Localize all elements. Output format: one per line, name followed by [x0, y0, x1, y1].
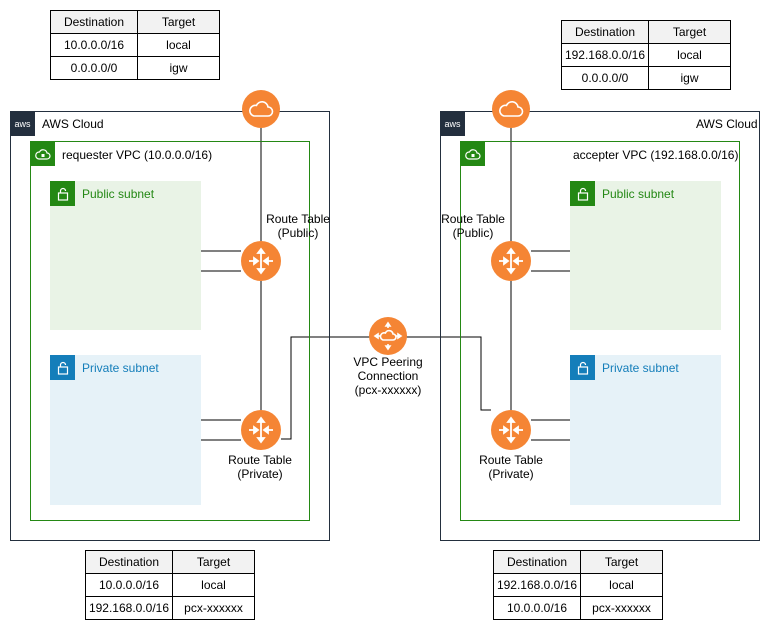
cell: 192.168.0.0/16 — [85, 596, 173, 620]
internet-gateway-icon — [492, 90, 530, 128]
cell: 192.168.0.0/16 — [561, 43, 649, 67]
header-target: Target — [648, 20, 731, 44]
internet-gateway-icon — [242, 90, 280, 128]
router-icon — [491, 241, 531, 281]
cell: 10.0.0.0/16 — [85, 573, 173, 597]
router-icon — [491, 410, 531, 450]
header-destination: Destination — [493, 550, 581, 574]
cell: 192.168.0.0/16 — [493, 573, 581, 597]
vpc-icon — [30, 141, 55, 166]
lock-icon — [570, 355, 595, 380]
left-vpc-label: requester VPC (10.0.0.0/16) — [62, 148, 213, 162]
header-target: Target — [137, 10, 220, 34]
left-public-subnet — [50, 181, 201, 330]
right-vpc-label: accepter VPC (192.168.0.0/16) — [573, 148, 739, 162]
header-target: Target — [172, 550, 255, 574]
left-private-subnet-label: Private subnet — [82, 361, 159, 375]
cell: 0.0.0.0/0 — [50, 56, 138, 80]
vpc-icon — [460, 141, 485, 166]
cell: 0.0.0.0/0 — [561, 66, 649, 90]
right-vpc — [460, 141, 740, 521]
cell: igw — [648, 66, 731, 90]
cell: pcx-xxxxxx — [580, 596, 663, 620]
cell: 10.0.0.0/16 — [50, 33, 138, 57]
router-icon — [241, 410, 281, 450]
lock-icon — [50, 181, 75, 206]
right-private-subnet — [570, 355, 721, 505]
router-icon — [241, 241, 281, 281]
left-public-subnet-label: Public subnet — [82, 187, 155, 201]
peering-icon — [369, 317, 407, 355]
left-peering-link — [281, 336, 370, 440]
right-cloud-label: AWS Cloud — [696, 117, 758, 131]
left-public-route-table-label: Route Table (Public) — [266, 212, 330, 240]
peering-connection-label: VPC Peering Connection (pcx-xxxxxx) — [353, 355, 423, 397]
right-public-subnet — [570, 181, 721, 330]
left-private-route-table-label: Route Table (Private) — [228, 453, 292, 481]
lock-icon — [570, 181, 595, 206]
right-peering-link — [406, 336, 491, 411]
cell: local — [137, 33, 220, 57]
right-aws-cloud — [440, 111, 760, 541]
aws-logo-icon: aws — [10, 111, 35, 136]
left-aws-cloud — [10, 111, 330, 541]
cell: 10.0.0.0/16 — [493, 596, 581, 620]
header-destination: Destination — [561, 20, 649, 44]
header-destination: Destination — [50, 10, 138, 34]
cell: igw — [137, 56, 220, 80]
cell: local — [648, 43, 731, 67]
right-public-route-table-label: Route Table (Public) — [441, 212, 505, 240]
lock-icon — [50, 355, 75, 380]
cell: local — [172, 573, 255, 597]
header-destination: Destination — [85, 550, 173, 574]
cell: local — [580, 573, 663, 597]
left-cloud-label: AWS Cloud — [42, 117, 104, 131]
right-private-route-table-label: Route Table (Private) — [479, 453, 543, 481]
right-private-subnet-label: Private subnet — [602, 361, 679, 375]
right-public-subnet-label: Public subnet — [602, 187, 675, 201]
aws-logo-icon: aws — [440, 111, 465, 136]
cell: pcx-xxxxxx — [172, 596, 255, 620]
left-private-subnet — [50, 355, 201, 505]
left-vpc — [30, 141, 310, 521]
header-target: Target — [580, 550, 663, 574]
